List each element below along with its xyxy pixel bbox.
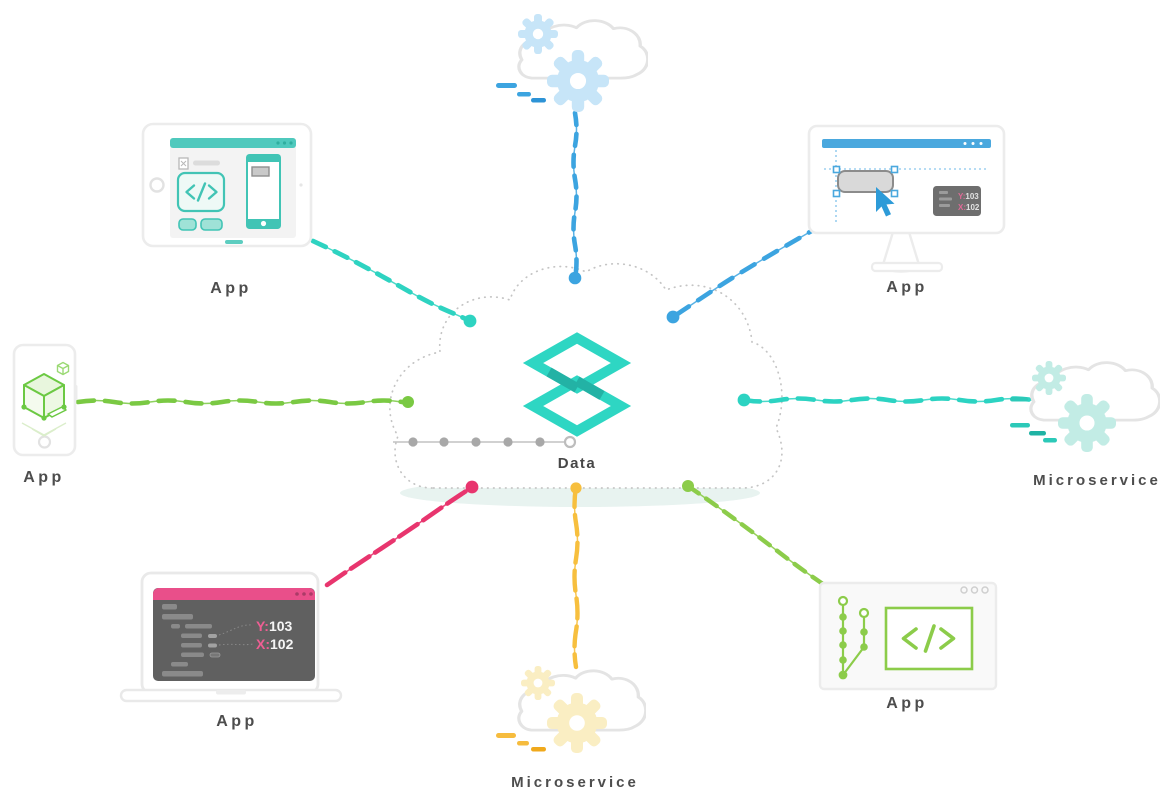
connection-top bbox=[568, 110, 582, 285]
connection-left bbox=[75, 396, 414, 408]
titlebar-dots bbox=[963, 142, 983, 145]
connection-bottom-right bbox=[682, 480, 831, 591]
monitor-base bbox=[870, 261, 944, 273]
svg-text:Y:103: Y:103 bbox=[958, 192, 979, 201]
label-app-top-left: App bbox=[210, 280, 252, 297]
connection-bottom bbox=[570, 482, 582, 670]
titlebar-dots bbox=[295, 592, 313, 596]
selection-handles bbox=[832, 165, 899, 198]
code-editor bbox=[153, 588, 315, 681]
node-microservice-right bbox=[1010, 360, 1160, 452]
central-data-cloud bbox=[389, 263, 783, 507]
connection-top-right bbox=[666, 222, 825, 324]
tooltip-x-value: 102 bbox=[966, 203, 980, 212]
coords-tooltip: Y:103 X:102 bbox=[933, 186, 981, 216]
pointer-connectors bbox=[218, 624, 254, 646]
tooltip-x-label: X: bbox=[958, 203, 966, 212]
editor-titlebar bbox=[153, 588, 315, 600]
data-logo-icon bbox=[522, 332, 632, 437]
gear-small-icon bbox=[1032, 361, 1066, 395]
label-data: Data bbox=[557, 455, 597, 472]
button-mock bbox=[200, 218, 223, 231]
hollow-dot bbox=[563, 435, 577, 449]
gear-large-icon bbox=[547, 693, 607, 753]
gear-small-icon bbox=[521, 666, 555, 700]
svg-text:X:102: X:102 bbox=[958, 203, 980, 212]
editor-x-readout: X:102 bbox=[256, 636, 294, 652]
gear-large-icon bbox=[547, 50, 609, 112]
label-microservice-bottom: Microservice bbox=[511, 774, 639, 791]
titlebar-dots bbox=[276, 141, 293, 145]
connection-right bbox=[737, 393, 1035, 407]
connection-top-left bbox=[310, 238, 477, 328]
label-microservice-right: Microservice bbox=[1033, 472, 1161, 489]
node-app-bottom-right bbox=[818, 581, 998, 691]
connection-bottom-left bbox=[324, 480, 479, 588]
guide-lines bbox=[824, 150, 989, 222]
design-titlebar bbox=[822, 139, 991, 148]
label-app-left: App bbox=[23, 469, 65, 486]
label-app-top-right: App bbox=[886, 279, 928, 296]
gear-small-icon bbox=[518, 14, 558, 54]
code-icon bbox=[185, 182, 218, 202]
progress-dots bbox=[393, 435, 577, 449]
git-branch-icon bbox=[837, 595, 870, 680]
tooltip-y-value: 103 bbox=[965, 192, 979, 201]
selected-element bbox=[837, 170, 894, 193]
node-app-top-right: Y:103 X:102 bbox=[807, 124, 1006, 273]
cube-3d-icon bbox=[21, 373, 67, 437]
editor-y-readout: Y:103 bbox=[256, 618, 293, 634]
label-app-bottom-left: App bbox=[216, 713, 258, 730]
home-button bbox=[37, 435, 52, 449]
node-app-left bbox=[12, 343, 78, 457]
node-cloud-top bbox=[496, 14, 648, 112]
label-app-bottom-right: App bbox=[886, 695, 928, 712]
node-microservice-bottom bbox=[496, 666, 646, 753]
gear-large-icon bbox=[1058, 394, 1116, 452]
node-app-bottom-left: Y:103 X:102 bbox=[119, 571, 343, 703]
node-app-top-left bbox=[141, 122, 313, 248]
speed-dashes bbox=[496, 83, 546, 103]
browser-titlebar bbox=[170, 138, 296, 148]
code-panel bbox=[884, 606, 974, 671]
code-icon bbox=[901, 624, 956, 653]
tooltip-y-label: Y: bbox=[958, 192, 965, 201]
phone-preview bbox=[246, 154, 281, 229]
window-dots bbox=[960, 586, 989, 594]
speed-dashes bbox=[496, 733, 546, 752]
home-button bbox=[149, 177, 165, 193]
cursor-icon bbox=[876, 187, 895, 217]
button-mock bbox=[178, 218, 197, 231]
speed-dashes bbox=[1010, 397, 1057, 443]
mini-cube-icon bbox=[56, 361, 70, 376]
code-lines bbox=[162, 604, 221, 677]
central-cloud-outline bbox=[389, 263, 783, 489]
connection-lines bbox=[75, 110, 1035, 670]
